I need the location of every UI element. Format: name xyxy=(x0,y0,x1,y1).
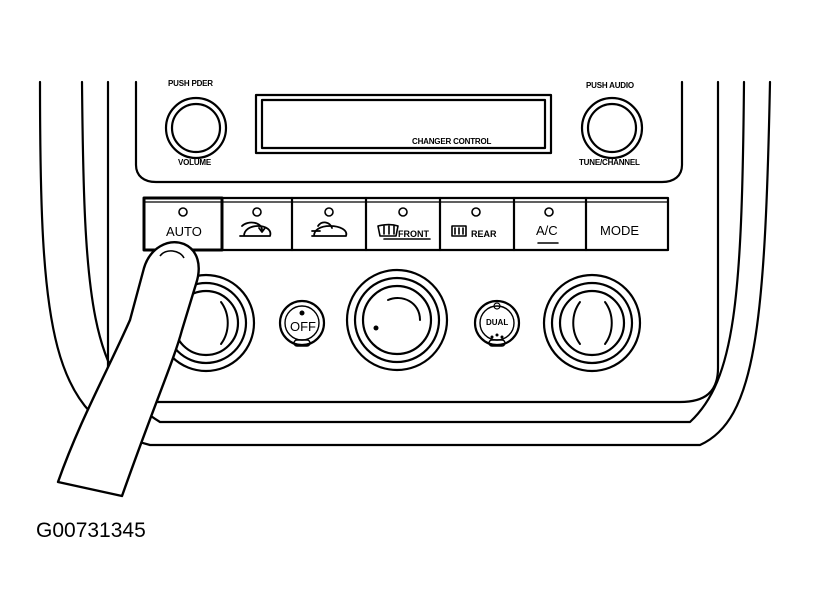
left-temperature-control[interactable] xyxy=(158,275,254,371)
tune-knob-top-label: PUSH AUDIO xyxy=(586,81,634,90)
finger-icon xyxy=(56,241,200,498)
volume-knob-bottom-label: VOLUME xyxy=(178,158,212,167)
rear-defrost-icon xyxy=(451,225,467,237)
rear-defrost-button[interactable] xyxy=(440,198,514,250)
mode-button[interactable] xyxy=(586,198,668,250)
fan-off-button[interactable] xyxy=(280,301,324,345)
dashboard-outline xyxy=(38,80,772,447)
dual-button-shape xyxy=(473,299,521,347)
front-defrost-label: FRONT xyxy=(398,229,429,239)
front-defrost-icon xyxy=(377,223,431,240)
fan-icon xyxy=(299,310,379,331)
volume-knob-control[interactable] xyxy=(166,98,226,158)
recirculation-icon xyxy=(239,221,272,237)
ac-button[interactable] xyxy=(514,198,586,250)
recirculation-button[interactable] xyxy=(222,198,292,250)
radio-display xyxy=(254,93,553,155)
dashboard-inner-outline xyxy=(80,80,746,424)
button-strip xyxy=(142,196,670,252)
right-temperature-knob xyxy=(542,273,642,373)
audio-panel xyxy=(134,80,684,184)
auto-button[interactable] xyxy=(144,198,222,250)
indicator-leds xyxy=(178,207,554,217)
volume-knob-top-label: PUSH PDER xyxy=(168,79,213,88)
display-label: CHANGER CONTROL xyxy=(412,137,492,146)
ac-button-label: A/C xyxy=(536,223,558,238)
auto-button-label: AUTO xyxy=(166,224,202,239)
dual-dots-icon xyxy=(490,333,504,339)
right-temperature-control[interactable] xyxy=(544,275,640,371)
volume-knob xyxy=(164,96,228,160)
fan-speed-knob xyxy=(345,268,449,372)
fresh-air-icon xyxy=(311,221,348,237)
fan-off-label: OFF xyxy=(290,319,316,334)
rear-defrost-label: REAR xyxy=(471,229,497,239)
front-defrost-button[interactable] xyxy=(366,198,440,250)
fan-off-button-shape xyxy=(278,299,326,347)
fresh-air-button[interactable] xyxy=(292,198,366,250)
dual-button[interactable] xyxy=(475,301,519,345)
figure-id: G00731345 xyxy=(36,519,146,542)
tune-knob-control[interactable] xyxy=(582,98,642,158)
tune-knob-bottom-label: TUNE/CHANNEL xyxy=(579,158,640,167)
dual-label: DUAL xyxy=(486,318,509,327)
tune-channel-knob xyxy=(580,96,644,160)
mode-button-label: MODE xyxy=(600,223,639,238)
fan-speed-control[interactable] xyxy=(347,270,447,370)
